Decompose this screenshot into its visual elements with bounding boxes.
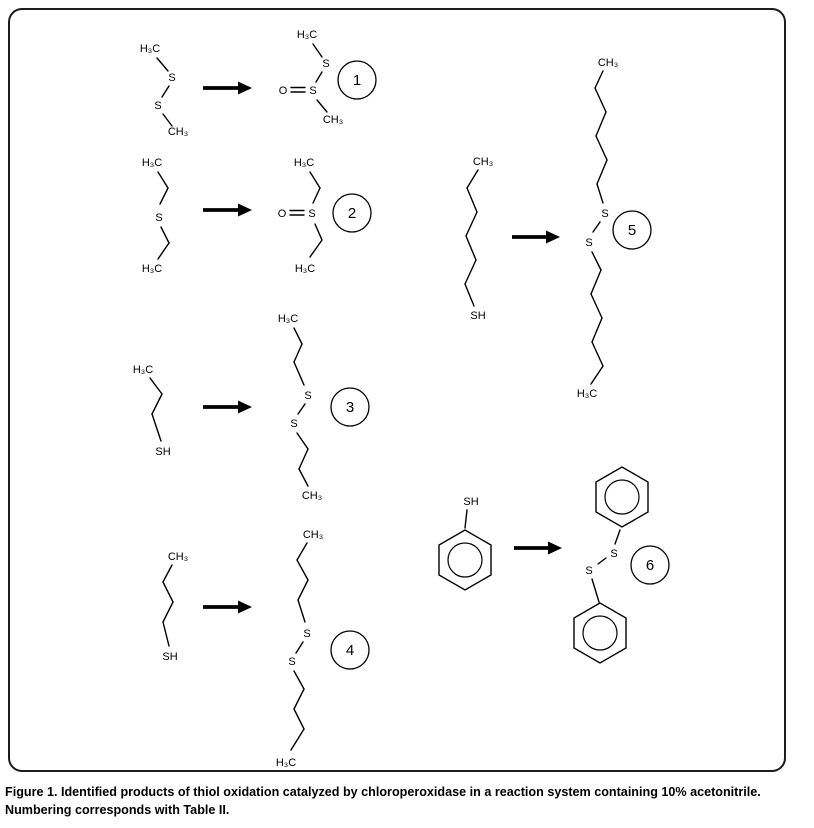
number-circle (630, 545, 670, 585)
molecule-dimethyl-disulfide: H₃C S S CH₃ (140, 43, 188, 138)
reaction-arrow-4 (203, 600, 252, 614)
aromatic-circle (582, 615, 618, 651)
reaction-number-label: 5 (628, 222, 636, 239)
atom-label-h3c: H₃C (294, 157, 314, 169)
aromatic-circle (604, 479, 640, 515)
reaction-arrow-3 (203, 400, 252, 414)
molecule-dibutyl-disulfide: CH₃ S S H₃C (276, 529, 323, 769)
atom-label-ch3: CH₃ (323, 114, 343, 126)
atom-label-ch3: CH₃ (302, 490, 322, 502)
reaction-number-label: 1 (353, 72, 361, 89)
atom-label-o: O (279, 85, 288, 97)
benzene-ring (595, 466, 649, 528)
reaction-arrow-2 (203, 203, 252, 217)
atom-label-s: S (168, 72, 175, 84)
atom-label-ch3: CH₃ (598, 57, 618, 69)
molecule-diphenyl-disulfide: S S (573, 466, 649, 664)
reaction-arrow-5 (512, 230, 560, 244)
atom-label-h3c: H₃C (140, 43, 160, 55)
atom-label-h3c: H₃C (142, 157, 162, 169)
atom-label-sh: SH (162, 651, 177, 663)
benzene-ring (438, 529, 492, 591)
benzene-ring (573, 602, 627, 664)
atom-label-ch3: CH₃ (168, 126, 188, 138)
reaction-number-5: 5 (612, 210, 652, 250)
reaction-arrow-1 (203, 81, 252, 95)
atom-label-h3c: H₃C (297, 29, 317, 41)
reaction-number-6: 6 (630, 545, 670, 585)
number-circle (332, 193, 372, 233)
atom-label-ch3: CH₃ (303, 529, 323, 541)
atom-label-s: S (322, 58, 329, 70)
atom-label-sh: SH (463, 496, 478, 508)
molecule-dihexyl-disulfide: CH₃ S S H₃C (577, 57, 618, 400)
molecule-1-butanethiol: CH₃ SH (162, 551, 188, 663)
number-circle (330, 387, 370, 427)
molecule-1-propanethiol: H₃C SH (133, 364, 171, 458)
reaction-number-1: 1 (337, 60, 377, 100)
reaction-number-label: 2 (348, 205, 356, 222)
atom-label-sh: SH (155, 446, 170, 458)
atom-label-h3c: H₃C (577, 388, 597, 400)
reaction-number-3: 3 (330, 387, 370, 427)
atom-label-s: S (288, 656, 295, 668)
atom-label-s: S (304, 390, 311, 402)
molecule-methyl-methanethiosulfinate: H₃C S O S CH₃ (279, 29, 343, 126)
atom-label-h3c: H₃C (133, 364, 153, 376)
reaction-arrow-6 (514, 541, 562, 555)
atom-label-s: S (601, 208, 608, 220)
atom-label-ch3: CH₃ (473, 156, 493, 168)
reaction-number-2: 2 (332, 193, 372, 233)
aromatic-circle (447, 542, 483, 578)
atom-label-s: S (303, 628, 310, 640)
atom-label-s: S (585, 565, 592, 577)
atom-label-s: S (585, 237, 592, 249)
atom-label-s: S (290, 418, 297, 430)
reaction-number-label: 3 (346, 399, 354, 416)
molecule-dipropyl-disulfide: H₃C S S CH₃ (278, 313, 322, 502)
reaction-number-label: 6 (646, 557, 654, 574)
figure-caption: Figure 1. Identified products of thiol o… (5, 783, 811, 819)
number-circle (330, 630, 370, 670)
reaction-number-label: 4 (346, 642, 354, 659)
atom-label-h3c: H₃C (278, 313, 298, 325)
reaction-number-4: 4 (330, 630, 370, 670)
figure-caption-line1: Figure 1. Identified products of thiol o… (5, 785, 761, 799)
atom-label-h3c: H₃C (276, 757, 296, 769)
molecule-diethyl-sulfoxide: H₃C O S H₃C (278, 157, 323, 275)
atom-label-s: S (308, 208, 315, 220)
molecule-1-hexanethiol: CH₃ SH (464, 156, 493, 322)
figure-caption-line2: Numbering corresponds with Table II. (5, 803, 230, 817)
atom-label-s: S (154, 100, 161, 112)
figure-border-box (8, 8, 786, 772)
number-circle (612, 210, 652, 250)
atom-label-s: S (610, 548, 617, 560)
atom-label-s: S (309, 85, 316, 97)
atom-label-h3c: H₃C (142, 263, 162, 275)
atom-label-o: O (278, 208, 287, 220)
number-circle (337, 60, 377, 100)
atom-label-s: S (155, 212, 162, 224)
atom-label-ch3: CH₃ (168, 551, 188, 563)
molecule-diethyl-sulfide: H₃C S H₃C (142, 157, 170, 275)
molecule-thiophenol: SH (438, 496, 492, 591)
atom-label-h3c: H₃C (295, 263, 315, 275)
atom-label-sh: SH (470, 310, 485, 322)
